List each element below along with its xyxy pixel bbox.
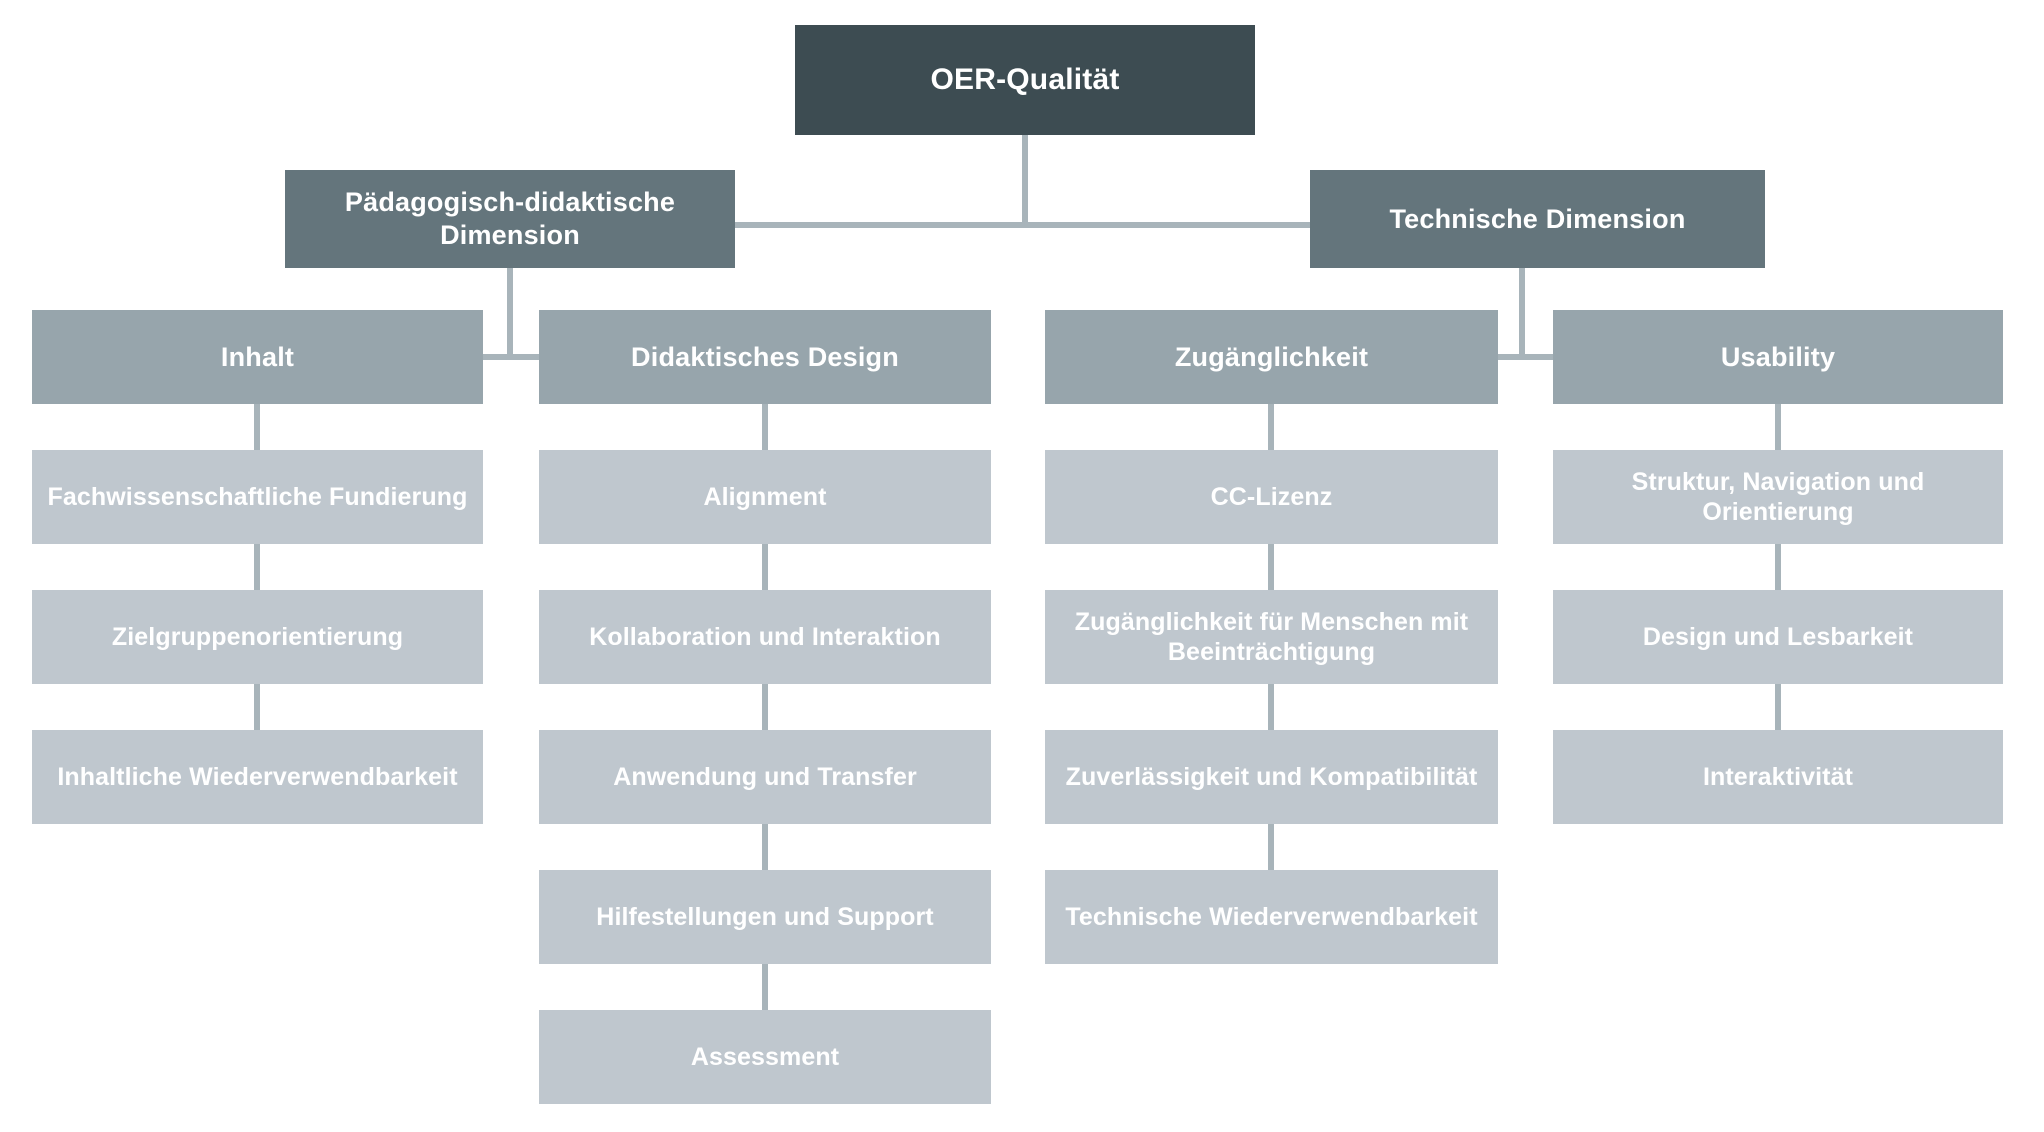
node-root-label: OER-Qualität [930, 62, 1120, 96]
node-criterion-inhaltliche-wiederverwendbarkeit[interactable]: Inhaltliche Wiederverwendbarkeit [32, 730, 483, 824]
node-criterion-alignment[interactable]: Alignment [539, 450, 991, 544]
node-criterion-label: Design und Lesbarkeit [1642, 622, 1914, 651]
node-root-oer-qualitaet[interactable]: OER-Qualität [795, 25, 1255, 135]
node-criterion-design-und-lesbarkeit[interactable]: Design und Lesbarkeit [1553, 590, 2003, 684]
node-criterion-assessment[interactable]: Assessment [539, 1010, 991, 1104]
node-criterion-interaktivitaet[interactable]: Interaktivität [1553, 730, 2003, 824]
node-criterion-label: Interaktivität [1702, 762, 1854, 791]
node-criterion-technische-wiederverwendbarkeit[interactable]: Technische Wiederverwendbarkeit [1045, 870, 1498, 964]
node-criterion-label: Hilfestellungen und Support [596, 902, 934, 931]
node-criterion-zuverlaessigkeit-und-kompatibilitaet[interactable]: Zuverlässigkeit und Kompatibilität [1045, 730, 1498, 824]
node-criterion-label: Anwendung und Transfer [613, 762, 917, 791]
node-dimension-label: Technische Dimension [1389, 203, 1686, 234]
node-criterion-label: Technische Wiederverwendbarkeit [1065, 902, 1478, 931]
node-criterion-label: Alignment [703, 482, 827, 511]
node-criterion-kollaboration-und-interaktion[interactable]: Kollaboration und Interaktion [539, 590, 991, 684]
node-criterion-label: Zuverlässigkeit und Kompatibilität [1065, 762, 1478, 791]
node-criterion-fachwissenschaftliche-fundierung[interactable]: Fachwissenschaftliche Fundierung [32, 450, 483, 544]
node-category-zugaenglichkeit[interactable]: Zugänglichkeit [1045, 310, 1498, 404]
node-category-inhalt[interactable]: Inhalt [32, 310, 483, 404]
node-criterion-label: Kollaboration und Interaktion [589, 622, 941, 651]
node-criterion-zielgruppenorientierung[interactable]: Zielgruppenorientierung [32, 590, 483, 684]
node-category-usability[interactable]: Usability [1553, 310, 2003, 404]
node-category-label: Inhalt [220, 341, 295, 372]
node-criterion-anwendung-und-transfer[interactable]: Anwendung und Transfer [539, 730, 991, 824]
node-dimension-paedagogisch-didaktisch[interactable]: Pädagogisch-didaktische Dimension [285, 170, 735, 268]
node-criterion-struktur-navigation-und-orientierung[interactable]: Struktur, Navigation und Orientierung [1553, 450, 2003, 544]
node-category-label: Zugänglichkeit [1174, 341, 1369, 372]
node-dimension-technisch[interactable]: Technische Dimension [1310, 170, 1765, 268]
node-category-didaktisches-design[interactable]: Didaktisches Design [539, 310, 991, 404]
node-criterion-hilfestellungen-und-support[interactable]: Hilfestellungen und Support [539, 870, 991, 964]
node-criterion-cc-lizenz[interactable]: CC-Lizenz [1045, 450, 1498, 544]
node-criterion-label: Fachwissenschaftliche Fundierung [47, 482, 468, 511]
node-criterion-label: Struktur, Navigation und Orientierung [1631, 467, 1925, 527]
node-dimension-label: Pädagogisch-didaktische Dimension [344, 187, 676, 250]
node-criterion-label: Assessment [690, 1042, 840, 1071]
node-criterion-label: Zugänglichkeit für Menschen mit Beeinträ… [1074, 607, 1469, 667]
node-criterion-zugaenglichkeit-fuer-menschen-mit-beeintraechtigung[interactable]: Zugänglichkeit für Menschen mit Beeinträ… [1045, 590, 1498, 684]
node-criterion-label: Inhaltliche Wiederverwendbarkeit [57, 762, 458, 791]
node-criterion-label: CC-Lizenz [1210, 482, 1333, 511]
node-category-label: Didaktisches Design [631, 341, 899, 372]
node-category-label: Usability [1720, 341, 1836, 372]
node-criterion-label: Zielgruppenorientierung [111, 622, 404, 651]
